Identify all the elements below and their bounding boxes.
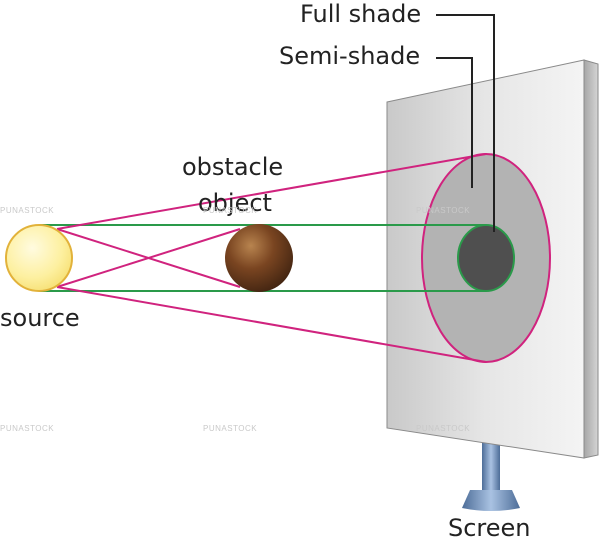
watermark: PUNASTOCK [203, 206, 257, 215]
watermark: PUNASTOCK [0, 424, 54, 433]
watermarks: PUNASTOCK PUNASTOCK PUNASTOCK PUNASTOCK … [0, 206, 470, 433]
obstacle-ball [225, 224, 293, 292]
leader-lines [436, 14, 495, 232]
obstacle-label-line2: object [198, 189, 272, 217]
full-shade-region [457, 224, 515, 292]
source-label: source [0, 304, 80, 332]
screen-stand [462, 440, 520, 511]
watermark: PUNASTOCK [0, 206, 54, 215]
obstacle-label-line1: obstacle [182, 153, 283, 181]
watermark: PUNASTOCK [416, 206, 470, 215]
watermark: PUNASTOCK [416, 424, 470, 433]
semi-shade-label: Semi-shade [279, 42, 420, 70]
screen-label: Screen [448, 514, 531, 540]
light-source [5, 224, 73, 292]
penumbra-rays [56, 153, 487, 363]
watermark: PUNASTOCK [203, 424, 257, 433]
full-shade-label: Full shade [300, 0, 421, 28]
